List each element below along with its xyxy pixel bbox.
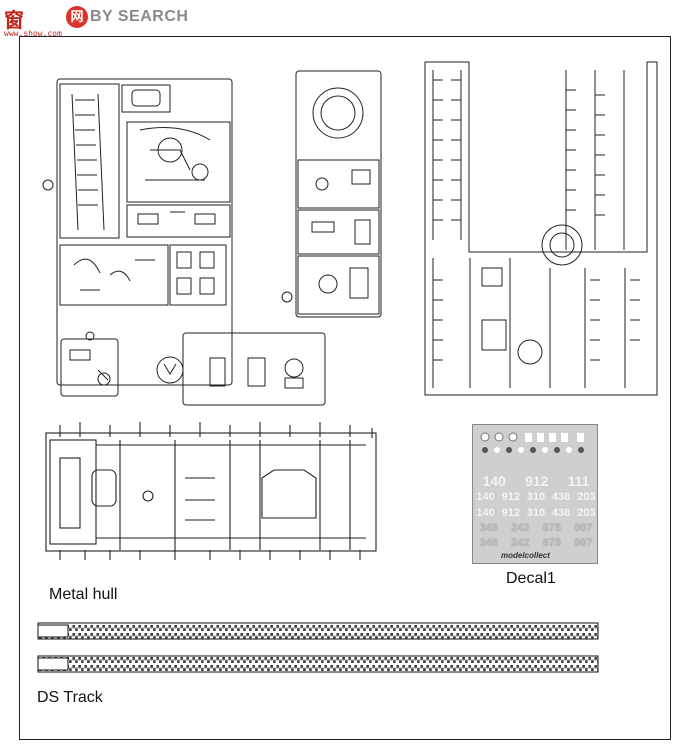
- sprue-e: [424, 61, 658, 396]
- decal-number: 007: [574, 522, 593, 534]
- decal-number: 203: [577, 491, 596, 503]
- decal-number: 912: [525, 473, 549, 489]
- sprue-c: [156, 332, 326, 406]
- metal-hull: [45, 422, 377, 560]
- metal-hull-label: Metal hull: [49, 586, 118, 603]
- watermark: 窗 网 BY SEARCH www.show.com: [4, 2, 204, 38]
- decal-number: 912: [501, 491, 520, 503]
- decal-number: 007: [574, 537, 593, 549]
- decal-number: 438: [551, 491, 571, 503]
- watermark-url: www.show.com: [4, 29, 62, 38]
- decal-number: 140: [482, 473, 506, 489]
- decal-number: 348: [479, 537, 498, 549]
- decal-number: 675: [542, 537, 561, 549]
- decal-number: 438: [551, 507, 571, 519]
- decal-label: Decal1: [506, 570, 556, 587]
- ds-track-label: DS Track: [37, 689, 103, 706]
- decal-number: 111: [567, 473, 590, 489]
- sprue-a: [42, 78, 233, 386]
- decal-number: 140: [476, 507, 495, 519]
- decal-number: 242: [511, 537, 530, 549]
- decal-row-3: 140 912 310 438 203: [473, 507, 597, 519]
- decal-row-1: 140 912 111: [473, 473, 597, 489]
- decal-sheet: 140 912 111 140 912 310 438 203 140 912 …: [472, 424, 598, 564]
- decal-number: 140: [476, 491, 495, 503]
- decal-row-4: 348 242 675 007: [473, 522, 597, 534]
- decal-row-5: 348 242 675 007: [473, 537, 597, 549]
- decal-number: 348: [479, 522, 498, 534]
- decal-number: 310: [526, 507, 546, 519]
- decal-insignia-row: [480, 432, 584, 453]
- decal-number: 310: [526, 491, 546, 503]
- decal-number: 912: [501, 507, 520, 519]
- sprue-b: [60, 331, 119, 397]
- decal-row-2: 140 912 310 438 203: [473, 491, 597, 503]
- watermark-cn: 窗: [4, 8, 25, 32]
- sprue-d: [281, 70, 382, 318]
- ds-track: [37, 622, 599, 673]
- decal-number: 242: [511, 522, 530, 534]
- watermark-text: BY SEARCH: [90, 8, 189, 25]
- watermark-logo: 网: [66, 6, 88, 28]
- decal-number: 675: [542, 522, 561, 534]
- decal-brand-logo: modelcollect: [501, 551, 550, 560]
- decal-number: 203: [577, 507, 596, 519]
